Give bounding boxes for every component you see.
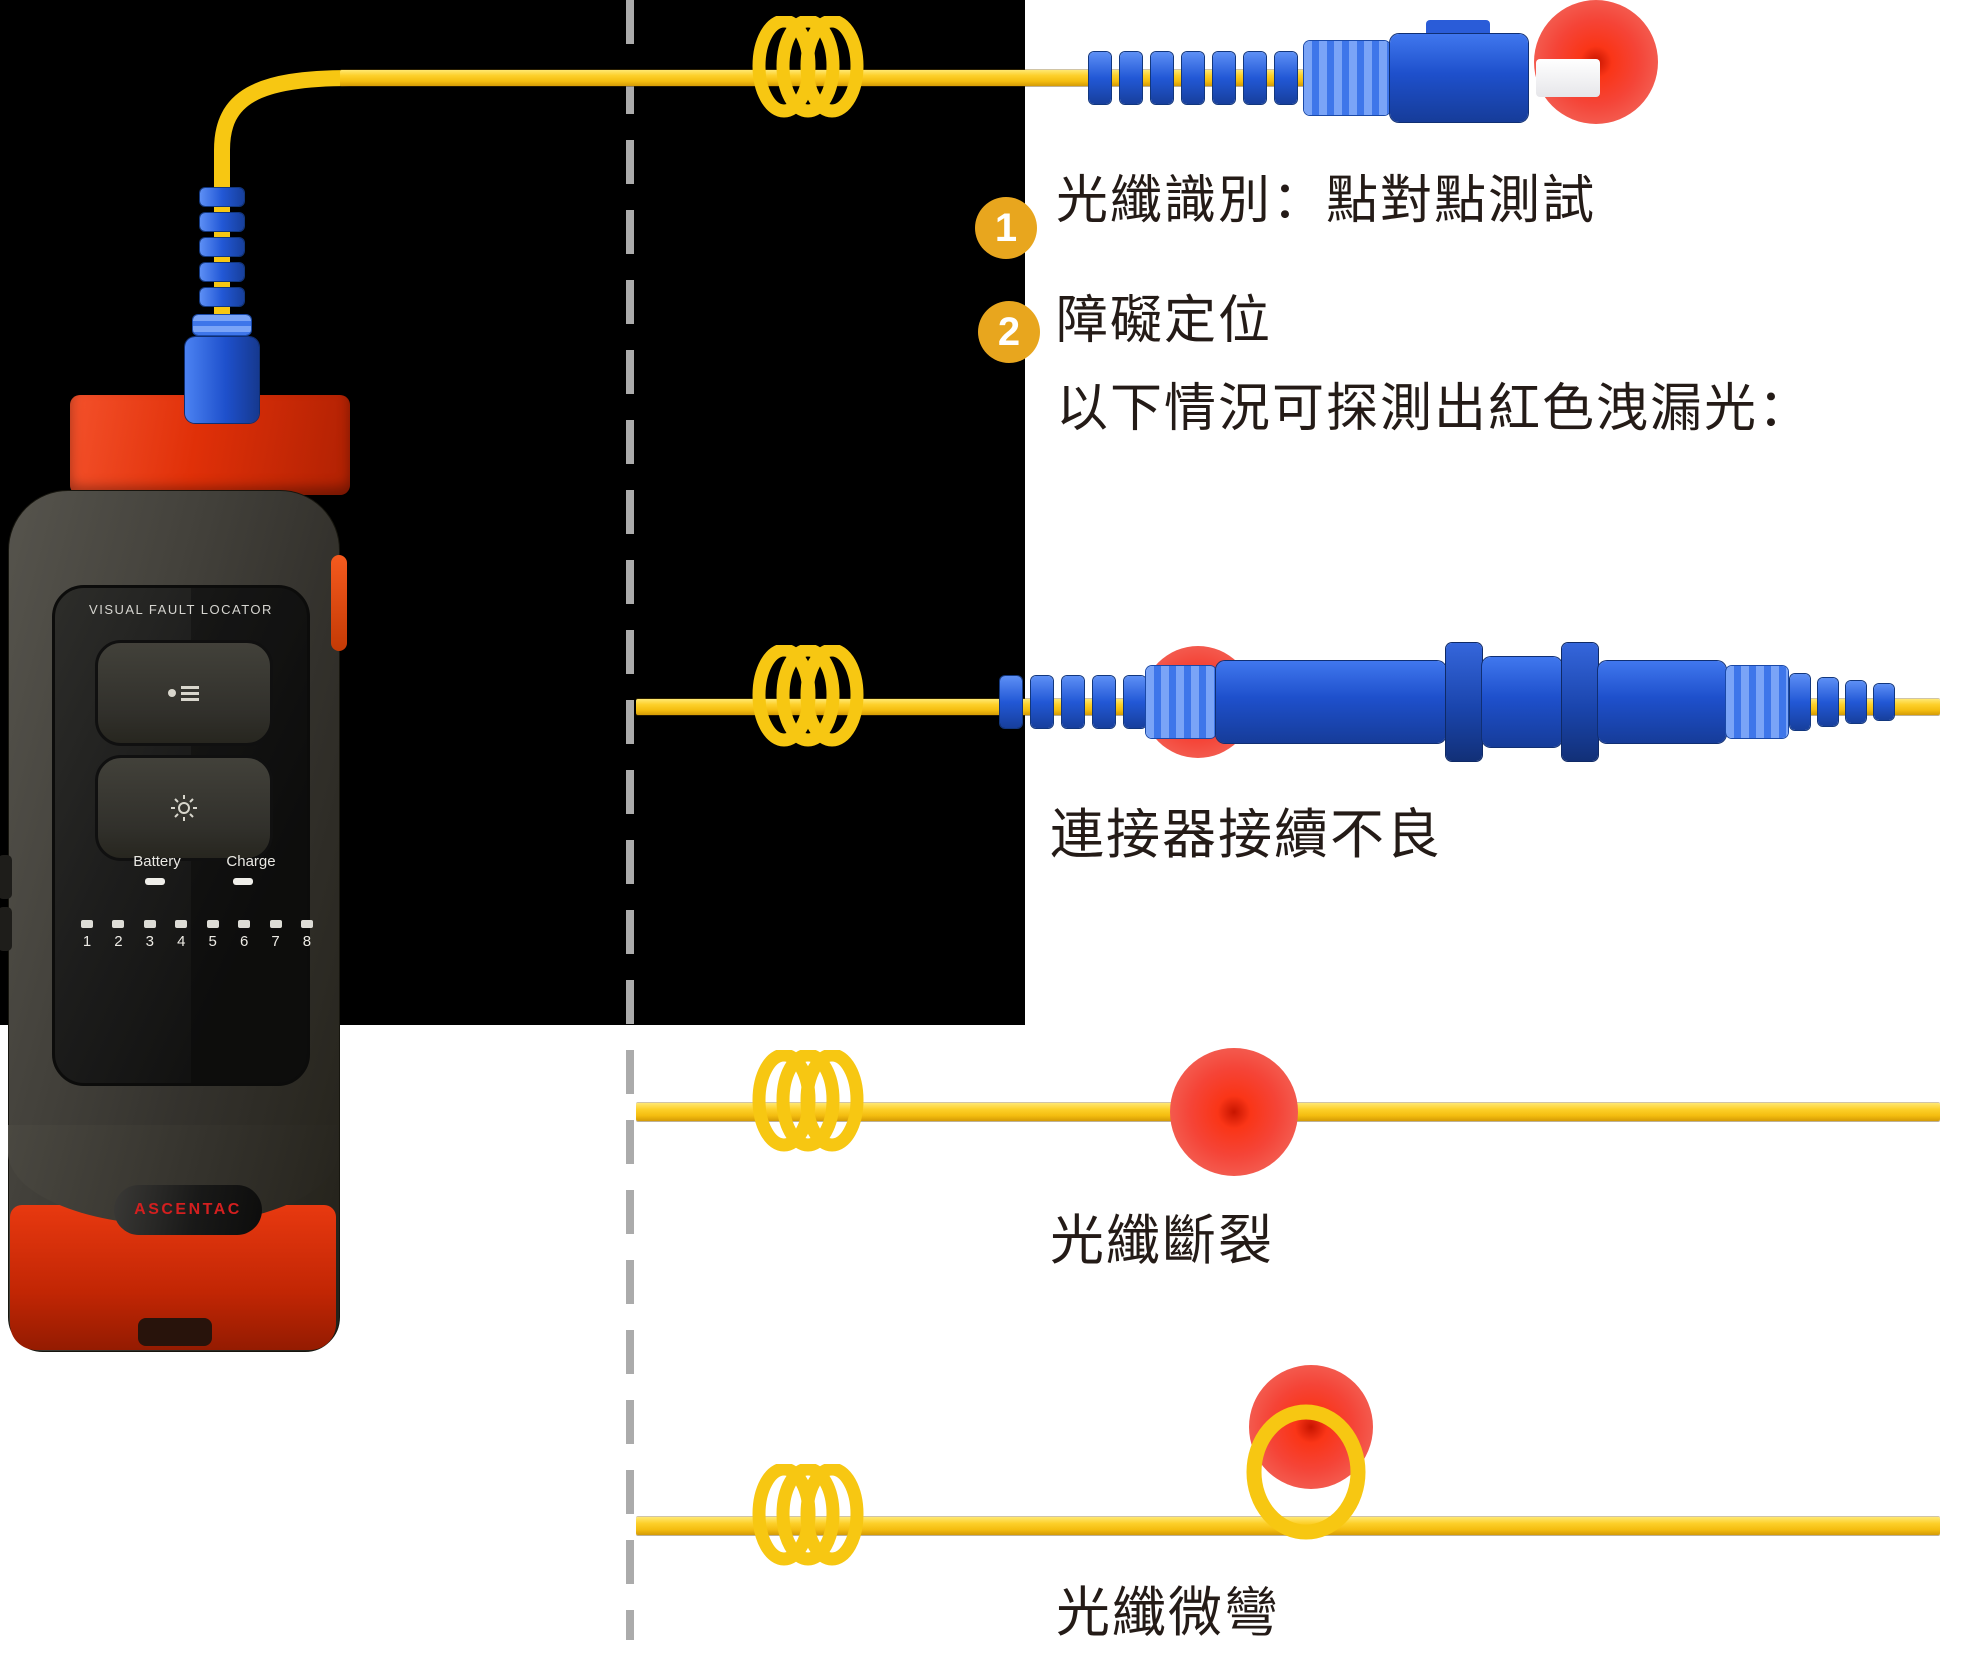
channel-2: 2 <box>112 920 125 950</box>
fiber-coil-icon <box>752 16 864 118</box>
boot-segment <box>1120 52 1142 104</box>
channel-led <box>300 920 313 928</box>
boot-segment <box>1000 676 1022 728</box>
channel-number: 2 <box>114 933 123 950</box>
adapter-flange <box>1446 643 1482 761</box>
connector-body-left <box>1216 661 1446 743</box>
channel-number: 1 <box>82 933 92 950</box>
channel-4: 4 <box>175 920 188 950</box>
channel-number: 4 <box>177 933 186 950</box>
boot-segment <box>1275 52 1297 104</box>
boot-segment <box>1244 52 1266 104</box>
boot-segment <box>1790 674 1810 730</box>
device-lanyard-notch <box>138 1318 212 1346</box>
fiber-coil-icon <box>752 1050 864 1152</box>
channel-number: 7 <box>271 933 280 950</box>
channel-5: 5 <box>206 920 219 950</box>
connector-collar <box>1726 666 1788 738</box>
red-leak-glow-icon <box>1170 1048 1298 1176</box>
channel-led <box>81 920 93 928</box>
channel-number: 6 <box>239 933 249 950</box>
boot-segment <box>1818 678 1838 726</box>
sun-icon <box>171 795 197 821</box>
laser-mode-button[interactable] <box>95 640 273 746</box>
adapter-body <box>1482 657 1562 747</box>
boot-segment <box>1031 676 1053 728</box>
boot-segment <box>200 238 244 256</box>
boot-segment <box>1062 676 1084 728</box>
boot-segment <box>1124 676 1146 728</box>
step-badge-1: 1 <box>975 197 1037 259</box>
step-badge-2-number: 2 <box>997 309 1021 354</box>
channel-led <box>269 920 282 928</box>
connector-collar <box>1304 41 1390 115</box>
annotation-fiber-identification: 光纖識別：點對點測試 <box>1056 172 1597 230</box>
device-title: VISUAL FAULT LOCATOR <box>89 602 273 617</box>
connector-latch <box>1426 20 1490 38</box>
channel-number-row: 1 2 3 4 5 6 7 8 <box>81 920 313 950</box>
channel-led <box>175 920 188 928</box>
caption-fiber-microbend: 光纖微彎 <box>1056 1583 1280 1643</box>
boot-segment <box>1182 52 1204 104</box>
boot-segment <box>200 188 244 206</box>
side-button[interactable] <box>0 907 12 951</box>
fiber-coil-icon <box>752 1464 864 1566</box>
connector-body-right <box>1598 661 1726 743</box>
boot-segment <box>200 213 244 231</box>
brand-name: ASCENTAC <box>134 1201 242 1218</box>
brand-badge: ASCENTAC <box>114 1185 262 1235</box>
boot-segment <box>200 288 244 306</box>
caption-bad-connector: 連接器接續不良 <box>1050 805 1442 865</box>
adapter-flange <box>1562 643 1598 761</box>
channel-7: 7 <box>269 920 282 950</box>
battery-led <box>145 878 165 885</box>
connector-collar <box>193 315 251 335</box>
boot-segment <box>1213 52 1235 104</box>
annotation-fault-location: 障礙定位 <box>1056 292 1273 350</box>
channel-number: 8 <box>302 933 312 950</box>
boot-segment <box>1874 684 1894 720</box>
device-front-panel: VISUAL FAULT LOCATOR <box>52 585 313 1086</box>
side-slider-orange[interactable] <box>331 555 347 651</box>
channel-3: 3 <box>143 920 156 950</box>
dashed-divider-line <box>626 0 634 1640</box>
boot-segment <box>200 263 244 281</box>
boot-segment <box>1151 52 1173 104</box>
charge-label: Charge <box>226 853 276 870</box>
connector-collar <box>1146 666 1216 738</box>
laser-beam-icon <box>168 686 199 701</box>
channel-led <box>143 920 156 928</box>
step-badge-1-number: 1 <box>994 205 1018 250</box>
channel-number: 5 <box>208 933 217 950</box>
channel-8: 8 <box>300 920 313 950</box>
connector-body <box>185 337 259 423</box>
boot-segment <box>1846 681 1866 723</box>
channel-number: 3 <box>145 933 155 950</box>
visual-fault-locator-device: VISUAL FAULT LOCATOR <box>0 188 352 1365</box>
fiber-coil-icon <box>752 645 864 747</box>
connector-ferrule <box>1536 59 1600 97</box>
boot-segment <box>1093 676 1115 728</box>
annotation-leak-conditions: 以下情況可探測出紅色洩漏光： <box>1056 380 1813 438</box>
channel-1: 1 <box>81 920 93 950</box>
step-badge-2: 2 <box>978 301 1040 363</box>
channel-led <box>238 920 251 928</box>
fiber-loop-icon <box>1246 1404 1366 1540</box>
device-cable-bend <box>214 70 351 350</box>
boot-segment <box>1089 52 1111 104</box>
charge-led <box>233 878 253 885</box>
channel-led <box>112 920 125 928</box>
battery-label: Battery <box>133 853 181 870</box>
flashlight-button[interactable] <box>95 755 273 861</box>
connector-body <box>1390 34 1528 122</box>
channel-6: 6 <box>238 920 251 950</box>
side-button[interactable] <box>0 855 12 899</box>
caption-fiber-break: 光纖斷裂 <box>1050 1211 1274 1271</box>
channel-led <box>206 920 219 928</box>
